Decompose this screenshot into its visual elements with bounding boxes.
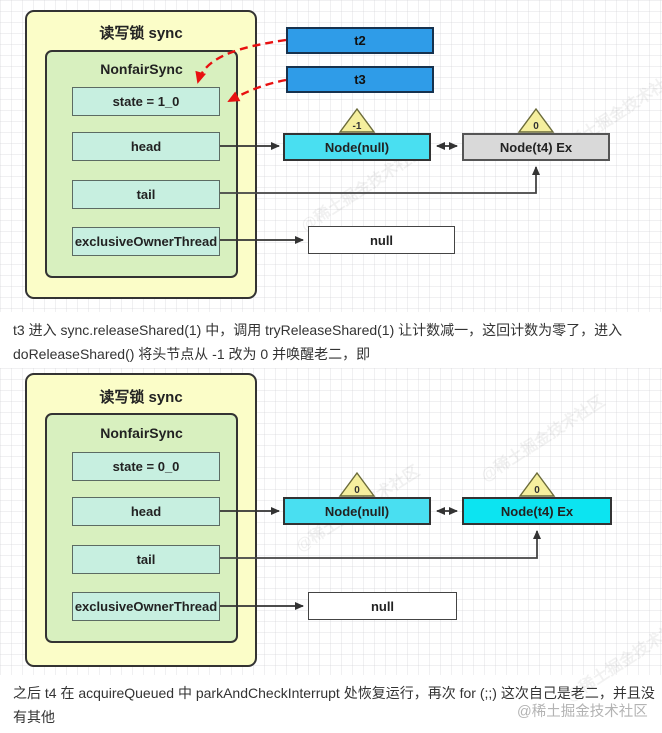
diagram2-tail-field: tail — [72, 545, 220, 574]
diagram2-head-field: head — [72, 497, 220, 526]
caption1-line1: t3 进入 sync.releaseShared(1) 中，调用 tryRele… — [13, 322, 623, 338]
diagram1-tail-field: tail — [72, 180, 220, 209]
diagram1-node-t4: Node(t4) Ex — [462, 133, 610, 161]
caption1-line2: doReleaseShared() 将头节点从 -1 改为 0 并唤醒老二，即 — [13, 346, 371, 362]
diagram1-head-field: head — [72, 132, 220, 161]
diagram2-node-head: Node(null) — [283, 497, 431, 525]
caption2-line2: 竞争，tryAcquire(1) 成功，修改头结点，流程结束 — [13, 729, 655, 733]
diagram1-nonfairsync-title: NonfairSync — [100, 61, 183, 77]
caption2: 之后 t4 在 acquireQueued 中 parkAndCheckInte… — [13, 681, 655, 733]
diagram2-rwlock-title: 读写锁 sync — [99, 389, 183, 406]
diagram2-state-field: state = 0_0 — [72, 452, 220, 481]
diagram2-owner-null-box: null — [308, 592, 457, 620]
diagram1-state-field: state = 1_0 — [72, 87, 220, 116]
diagram1-rwlock-title: 读写锁 sync — [99, 25, 183, 42]
diagram1-node-head: Node(null) — [283, 133, 431, 161]
diagram1-exclusiveownerthread-field: exclusiveOwnerThread — [72, 227, 220, 256]
diagram2-exclusiveownerthread-field: exclusiveOwnerThread — [72, 592, 220, 621]
diagram2-nonfairsync-title: NonfairSync — [100, 425, 183, 441]
caption2-line1: 之后 t4 在 acquireQueued 中 parkAndCheckInte… — [13, 685, 655, 725]
diagram1-thread-t2: t2 — [286, 27, 434, 54]
caption1: t3 进入 sync.releaseShared(1) 中，调用 tryRele… — [13, 318, 655, 366]
diagram2-node-t4: Node(t4) Ex — [462, 497, 612, 525]
watermark-corner: @稀土掘金技术社区 — [517, 704, 648, 720]
diagram1-owner-null-box: null — [308, 226, 455, 254]
diagram1-thread-t3: t3 — [286, 66, 434, 93]
